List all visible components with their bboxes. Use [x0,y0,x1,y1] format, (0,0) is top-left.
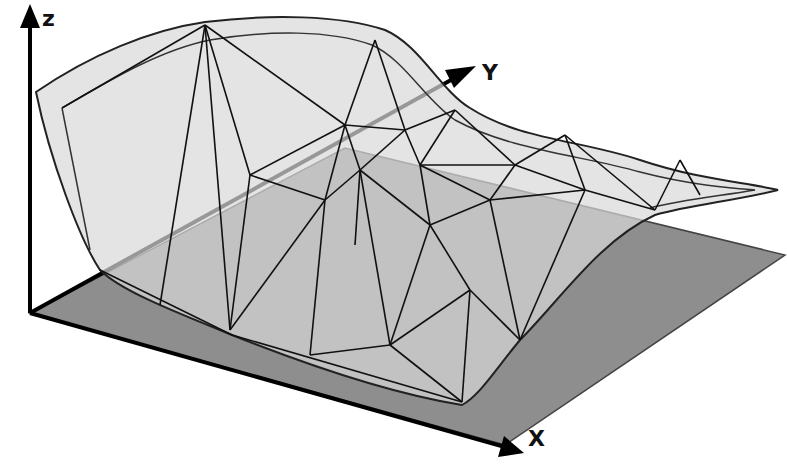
z-axis [28,22,32,313]
axis-label: z [42,8,55,30]
surface [36,17,778,405]
axis-label: X [528,428,545,450]
arrow-head [445,66,476,88]
mesh [62,25,700,402]
surface-rim [62,33,755,208]
arrow-head [498,436,524,457]
surface-rim [62,108,90,250]
axis-label: Y [482,62,498,84]
arrow-head [20,4,40,28]
